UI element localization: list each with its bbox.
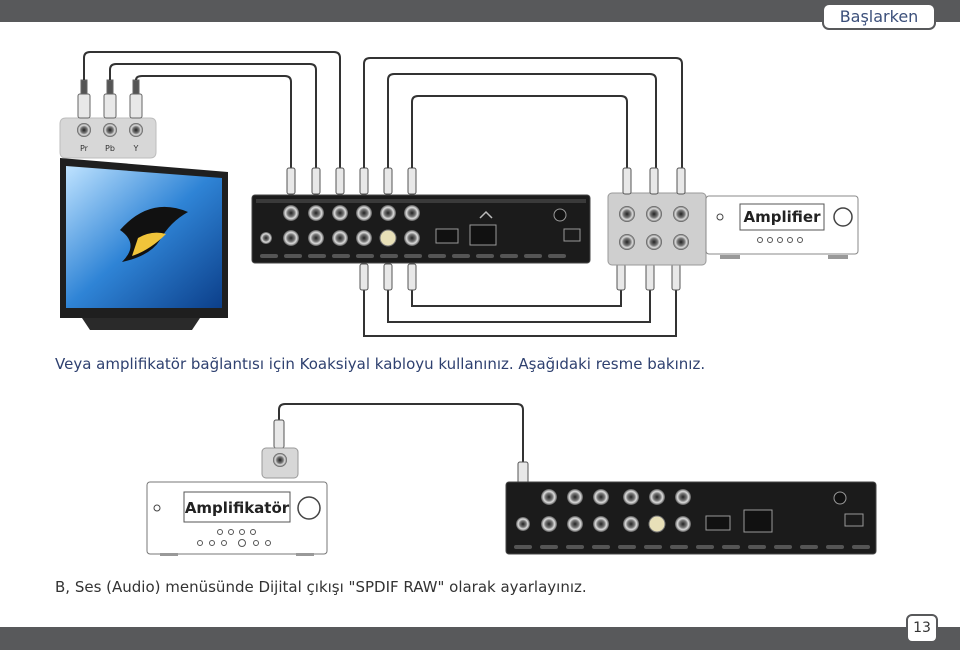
pb-jack-icon <box>103 123 117 137</box>
diagram-component-connection: Pr Pb Y <box>59 51 859 337</box>
amplifier-cable-plugs <box>622 167 686 195</box>
header-bar <box>0 0 960 22</box>
diagram-coaxial-connection: Amplifikatör <box>146 403 877 556</box>
ethernet-port-icon-2 <box>743 509 773 533</box>
caption-coaxial-instruction: Veya amplifikatör bağlantısı için Koaksi… <box>55 355 706 373</box>
amplifikator-volume-knob-icon <box>297 496 321 520</box>
power-port-icon <box>553 208 567 222</box>
hdmi-port-icon-2 <box>705 515 731 531</box>
power-port-icon-2 <box>833 491 847 505</box>
receiver-back-panel <box>251 194 591 264</box>
footer-bar <box>0 627 960 650</box>
amplifikator-display <box>183 491 291 523</box>
amplifikator-device: Amplifikatör <box>146 447 328 556</box>
ethernet-port-icon <box>469 224 497 246</box>
amplifier-label: Amplifier <box>744 208 822 226</box>
tv-port-label-y: Y <box>133 144 139 153</box>
coaxial-output-jack-icon <box>516 517 530 531</box>
audio-cables-bottom <box>363 290 677 337</box>
caption-spdif-setting: B, Ses (Audio) menüsünde Dijital çıkışı … <box>55 578 587 596</box>
coaxial-input-jack-icon <box>273 453 287 467</box>
tv-port-label-pr: Pr <box>80 144 89 153</box>
amplifikator-label: Amplifikatör <box>185 499 290 517</box>
receiver-rca-jacks-bottom <box>260 229 420 247</box>
receiver-cable-plugs <box>286 167 417 195</box>
audio-cables-top <box>363 57 683 168</box>
hdmi-port-icon <box>435 228 459 244</box>
section-title: Başlarken <box>822 3 936 30</box>
tv-component-input-panel: Pr Pb Y <box>59 117 157 159</box>
page-number: 13 <box>906 614 938 643</box>
amplifier-device: Amplifier <box>607 192 859 266</box>
amplifier-volume-knob-icon <box>833 207 853 227</box>
amplifier-display <box>739 203 825 231</box>
y-jack-icon <box>129 123 143 137</box>
receiver-back-panel-2 <box>505 481 877 555</box>
coaxial-cable <box>278 403 524 462</box>
component-video-cables <box>83 51 341 168</box>
tv-icon <box>60 158 228 330</box>
receiver-bottom-plugs <box>359 263 681 291</box>
pr-jack-icon <box>77 123 91 137</box>
tv-port-label-pb: Pb <box>105 144 115 153</box>
receiver-rca-jacks-top <box>283 205 420 221</box>
tv-cable-plugs <box>77 79 143 119</box>
